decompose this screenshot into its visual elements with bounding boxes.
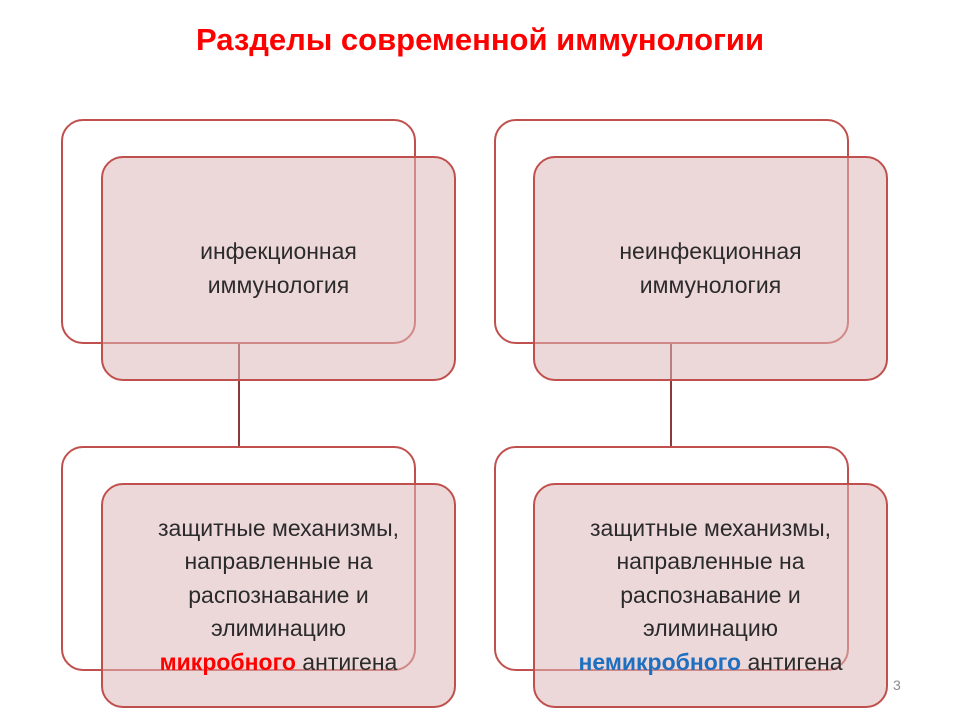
- left-bottom-tail: антигена: [302, 648, 398, 675]
- left-bottom-line1: защитные механизмы,: [157, 514, 400, 541]
- left-bottom-line4: элиминацию: [211, 615, 346, 642]
- left-top-label: инфекционная иммунология: [200, 235, 357, 302]
- slide-number: 3: [893, 677, 901, 693]
- left-top-box: инфекционная иммунология: [101, 156, 456, 381]
- left-bottom-text: защитные механизмы, направленные на расп…: [158, 512, 399, 680]
- right-bottom-tail: антигена: [747, 648, 843, 675]
- left-bottom-box: защитные механизмы, направленные на расп…: [101, 483, 456, 708]
- left-bottom-line5: микробного антигена: [158, 646, 399, 680]
- right-bottom-box: защитные механизмы, направленные на расп…: [533, 483, 888, 708]
- right-bottom-line3: распознавание и: [620, 581, 801, 608]
- left-top-line2: иммунология: [207, 271, 350, 298]
- right-top-label: неинфекционная иммунология: [619, 235, 801, 302]
- right-bottom-text: защитные механизмы, направленные на расп…: [578, 512, 842, 680]
- left-top-line1: инфекционная: [200, 238, 357, 265]
- left-bottom-line3: распознавание и: [188, 581, 369, 608]
- right-bottom-line2: направленные на: [616, 548, 805, 575]
- slide-title: Разделы современной иммунологии: [195, 22, 765, 57]
- right-top-line1: неинфекционная: [619, 238, 802, 265]
- right-top-line2: иммунология: [639, 271, 782, 298]
- right-bottom-line4: элиминацию: [643, 615, 778, 642]
- right-highlight-word: немикробного: [578, 648, 742, 675]
- right-bottom-line1: защитные механизмы,: [589, 514, 832, 541]
- right-top-box: неинфекционная иммунология: [533, 156, 888, 381]
- right-bottom-line5: немикробного антигена: [578, 646, 842, 680]
- left-bottom-line2: направленные на: [184, 548, 373, 575]
- left-highlight-word: микробного: [159, 648, 296, 675]
